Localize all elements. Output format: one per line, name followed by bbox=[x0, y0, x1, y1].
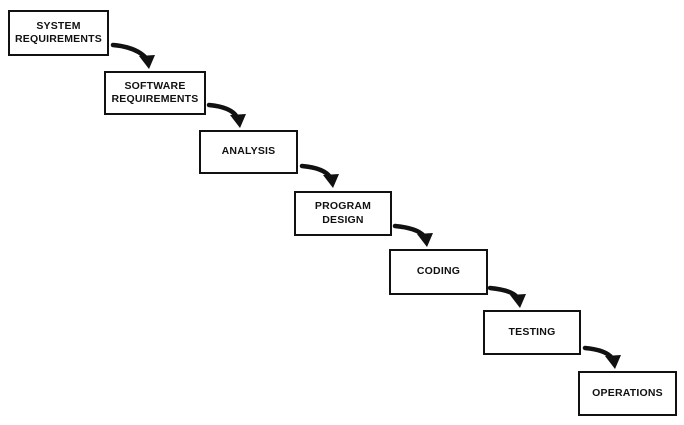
stage-program-design: PROGRAM DESIGN bbox=[294, 191, 392, 236]
stage-system-requirements: SYSTEM REQUIREMENTS bbox=[8, 10, 109, 56]
connector-coding-to-testing-arrow bbox=[487, 285, 526, 308]
connector-testing-to-operations-arrow bbox=[582, 345, 621, 369]
connector-analysis-to-program-design-arrow bbox=[299, 163, 339, 188]
stage-coding: CODING bbox=[389, 249, 488, 295]
stage-software-requirements: SOFTWARE REQUIREMENTS bbox=[104, 71, 206, 115]
connector-program-design-to-coding-arrow bbox=[392, 223, 433, 247]
connector-software-to-analysis-arrow bbox=[206, 102, 246, 128]
stage-analysis: ANALYSIS bbox=[199, 130, 298, 174]
stage-testing: TESTING bbox=[483, 310, 581, 355]
connector-system-to-software-arrow bbox=[110, 42, 155, 69]
stage-operations: OPERATIONS bbox=[578, 371, 677, 416]
